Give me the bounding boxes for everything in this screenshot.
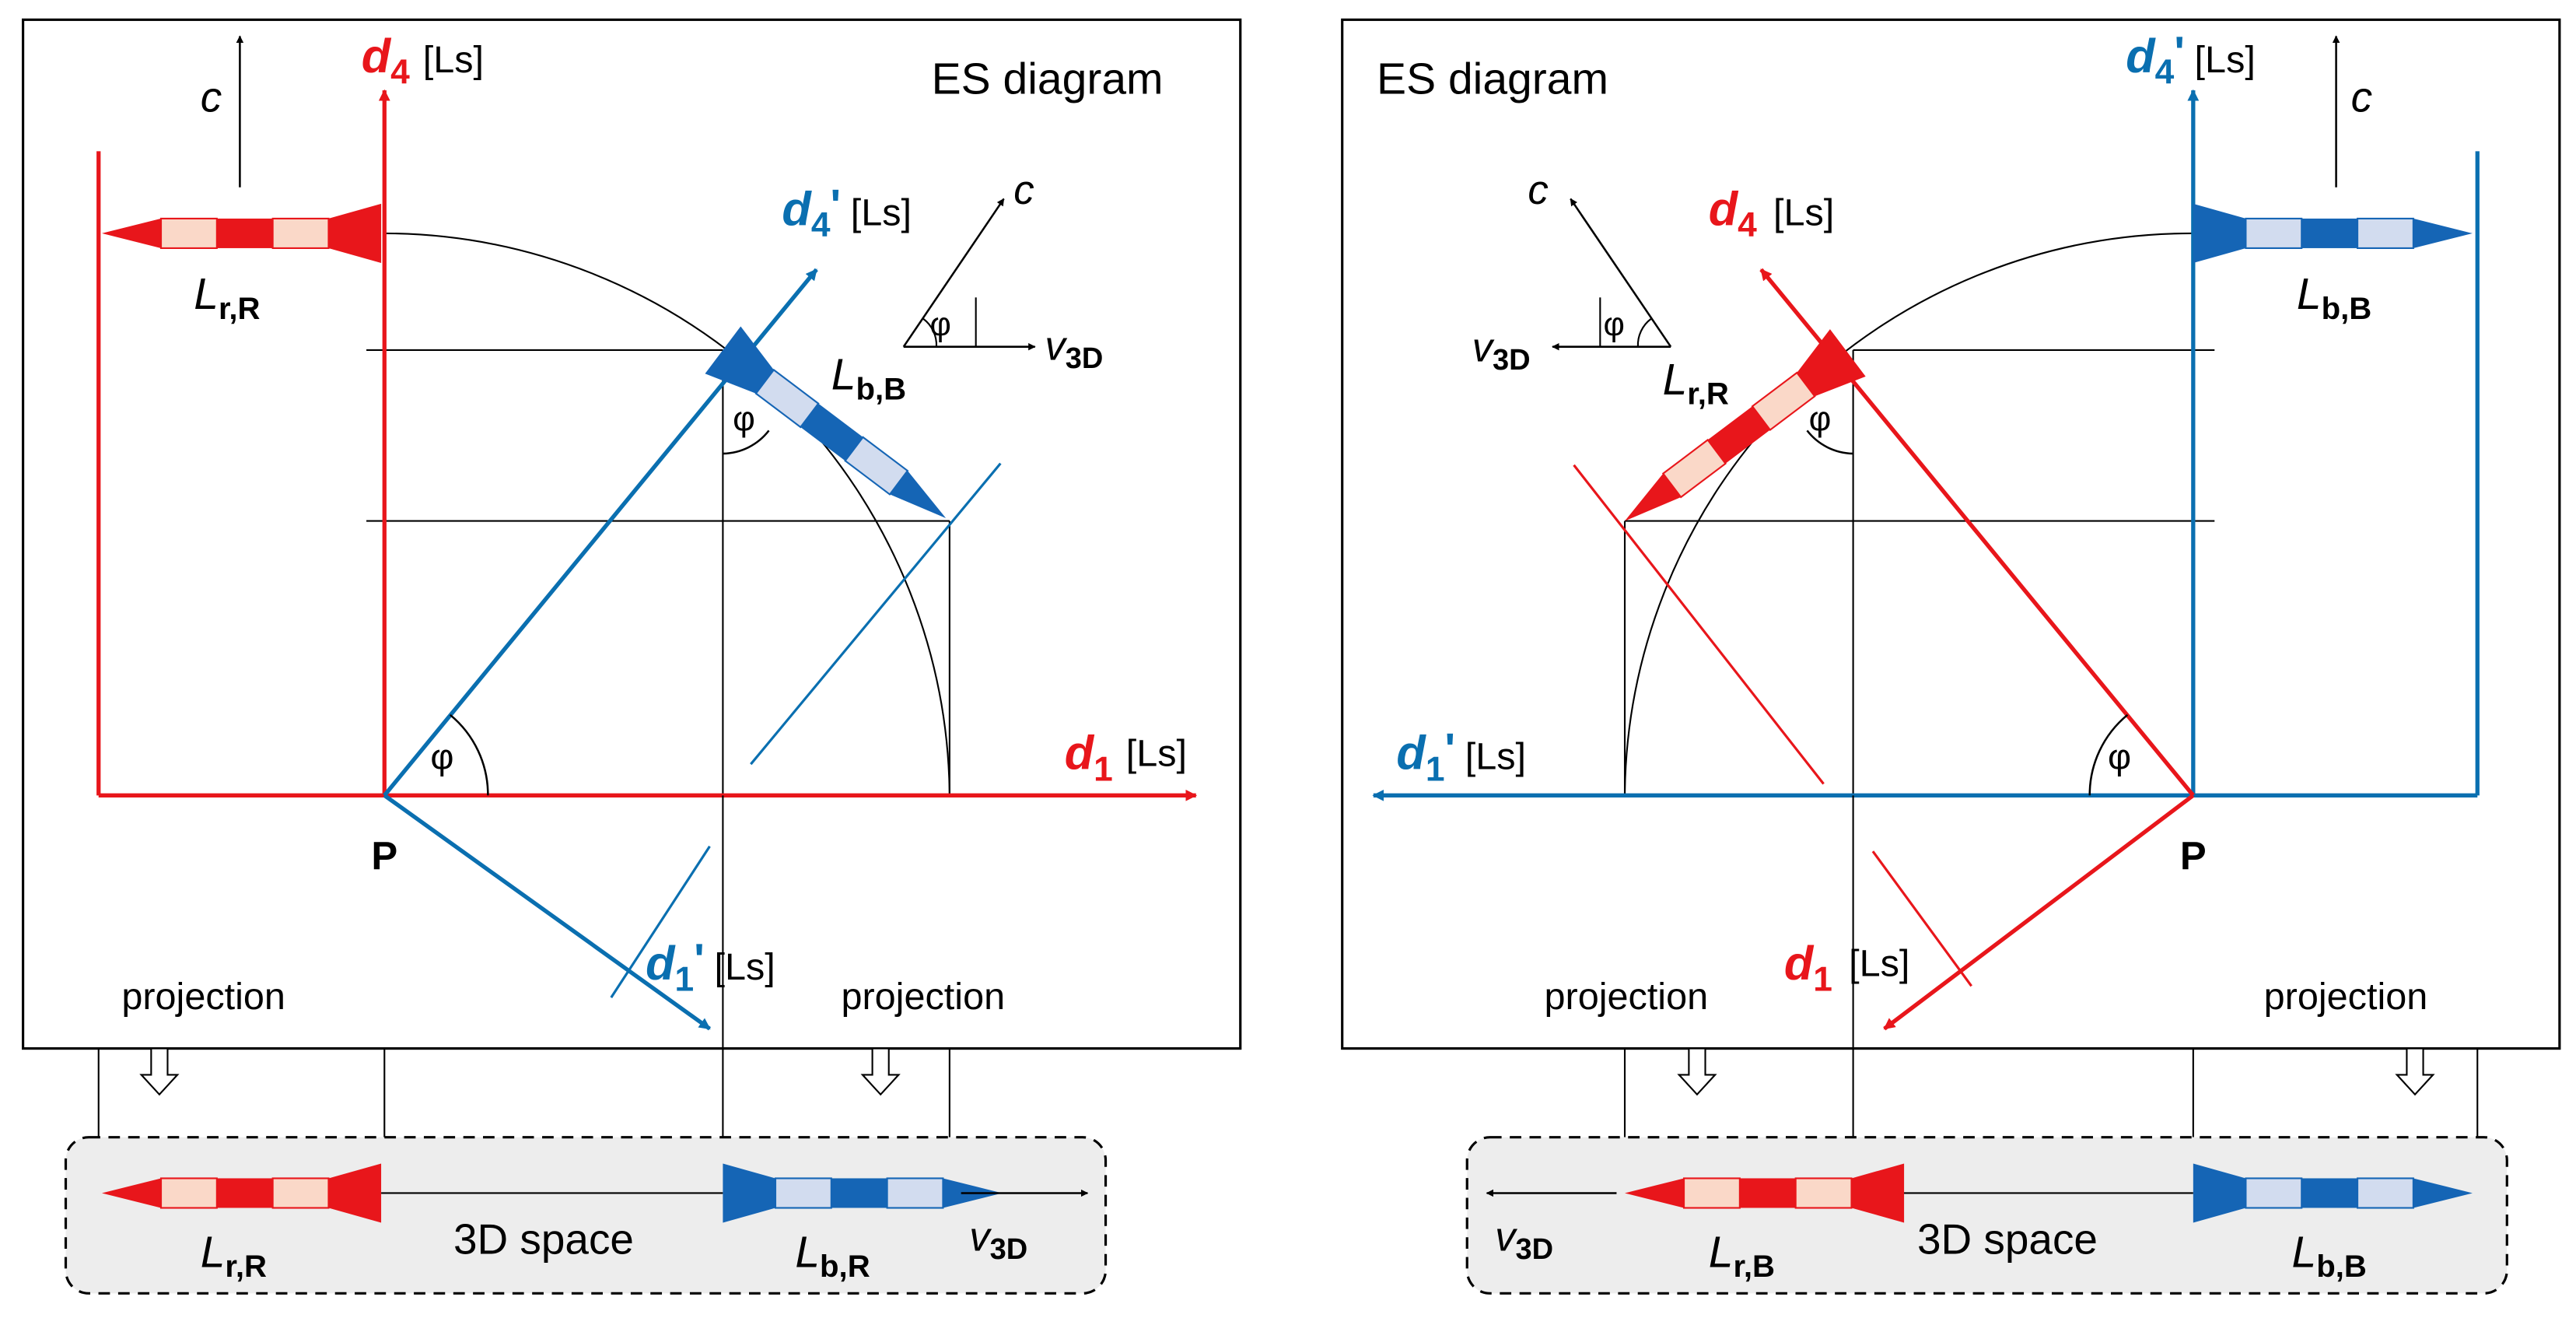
left-3d-space-box xyxy=(64,1136,1108,1295)
svg-text:v3D: v3D xyxy=(1045,324,1103,376)
right-d1-axis xyxy=(1883,794,2195,1031)
svg-text:Lr,R: Lr,R xyxy=(201,1228,267,1285)
svg-text:φ: φ xyxy=(430,737,453,777)
right-frame xyxy=(1341,18,2561,1050)
left-title: ES diagram xyxy=(932,54,1164,103)
svg-text:Lr,B: Lr,B xyxy=(1709,1228,1775,1285)
left-projection-1: projection xyxy=(121,976,285,1018)
svg-text:c: c xyxy=(1013,167,1034,213)
left-3d-space-label: 3D space xyxy=(453,1215,634,1264)
left-d1-label: d1[Ls] xyxy=(1065,727,1187,789)
svg-text:v3D: v3D xyxy=(1495,1214,1553,1266)
svg-text:φ: φ xyxy=(930,306,951,342)
right-panel: ES diagram φ c Lb,B Lr,R φ xyxy=(1341,18,2561,1295)
right-d4-label: d4[Ls] xyxy=(1709,182,1835,244)
svg-text:φ: φ xyxy=(2108,737,2131,777)
left-origin: P xyxy=(371,833,397,878)
left-rocket-b-label: Lb,B xyxy=(831,350,906,407)
svg-text:φ: φ xyxy=(1604,306,1625,342)
svg-text:φ: φ xyxy=(733,400,755,438)
right-origin: P xyxy=(2180,833,2207,878)
svg-text:c: c xyxy=(1528,167,1548,213)
svg-text:v3D: v3D xyxy=(1472,325,1531,377)
right-d1-label: d1[Ls] xyxy=(1784,937,1910,999)
svg-text:c: c xyxy=(201,73,222,121)
left-rocket-r-label: Lr,R xyxy=(194,269,260,326)
left-frame xyxy=(22,18,1242,1050)
right-3d-space-box xyxy=(1465,1136,2508,1295)
right-rocket-b-label: Lb,B xyxy=(2297,269,2371,326)
svg-text:v3D: v3D xyxy=(969,1214,1027,1266)
svg-text:φ: φ xyxy=(1809,400,1832,438)
right-title: ES diagram xyxy=(1377,54,1608,103)
left-d1p-axis xyxy=(383,794,712,1031)
left-projection-2: projection xyxy=(841,976,1005,1018)
left-d1p-label: d1'[Ls] xyxy=(646,935,775,999)
right-rocket-r-label: Lr,R xyxy=(1663,355,1729,412)
svg-text:Lb,B: Lb,B xyxy=(2292,1228,2367,1285)
left-d4-label: d4[Ls] xyxy=(362,30,484,92)
left-d4p-label: d4'[Ls] xyxy=(782,181,912,244)
right-d1p-label: d1'[Ls] xyxy=(1396,724,1526,788)
right-d4p-label: d4'[Ls] xyxy=(2126,28,2256,92)
right-projection-2: projection xyxy=(2264,976,2428,1018)
svg-text:Lb,R: Lb,R xyxy=(795,1228,870,1285)
right-3d-space-label: 3D space xyxy=(1917,1215,2098,1264)
svg-text:c: c xyxy=(2351,73,2372,121)
right-projection-1: projection xyxy=(1545,976,1709,1018)
left-panel: ES diagram φ c Lr,R Lb,B φ xyxy=(22,18,1242,1295)
